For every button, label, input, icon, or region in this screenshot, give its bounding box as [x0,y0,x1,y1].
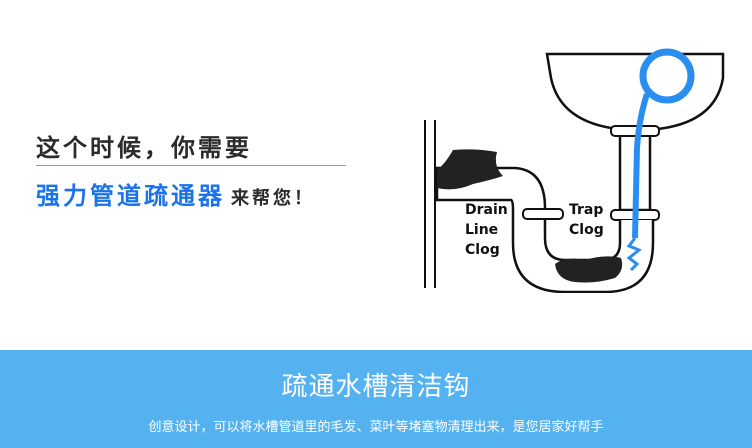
sink-drain-illustration: Drain Line Clog Trap Clog [415,38,735,293]
coupling-trap [522,208,564,220]
tool-barbs [626,237,642,272]
banner-title: 疏通水槽清洁钩 [281,372,471,402]
tool-ring [639,48,695,104]
trap-label-2: Clog [569,222,604,238]
subline-rest: 来帮您！ [231,188,315,209]
drain-line-clog [437,149,503,190]
trap-label-1: Trap [569,202,603,218]
feature-banner: 疏通水槽清洁钩 创意设计，可以将水槽管道里的毛发、菜叶等堵塞物清理出来，是您居家… [0,350,752,448]
divider [36,165,346,166]
sink-bowl [545,52,725,132]
drain-label-2: Line [465,222,498,238]
drain-diagram-svg: Drain Line Clog Trap Clog [424,48,725,293]
product-highlight: 强力管道疏通器 [36,182,225,210]
coupling-top [610,125,660,137]
trap-clog [555,256,623,283]
banner-description: 创意设计，可以将水槽管道里的毛发、菜叶等堵塞物清理出来，是您居家好帮手 [148,420,604,435]
tool-shaft [632,93,650,239]
drain-label-3: Clog [465,242,500,258]
top-section: 这个时候，你需要 强力管道疏通器来帮您！ Drai [36,38,735,293]
headline: 这个时候，你需要 [36,134,252,162]
drain-label-1: Drain [465,202,508,218]
subline: 强力管道疏通器来帮您！ [36,176,315,211]
